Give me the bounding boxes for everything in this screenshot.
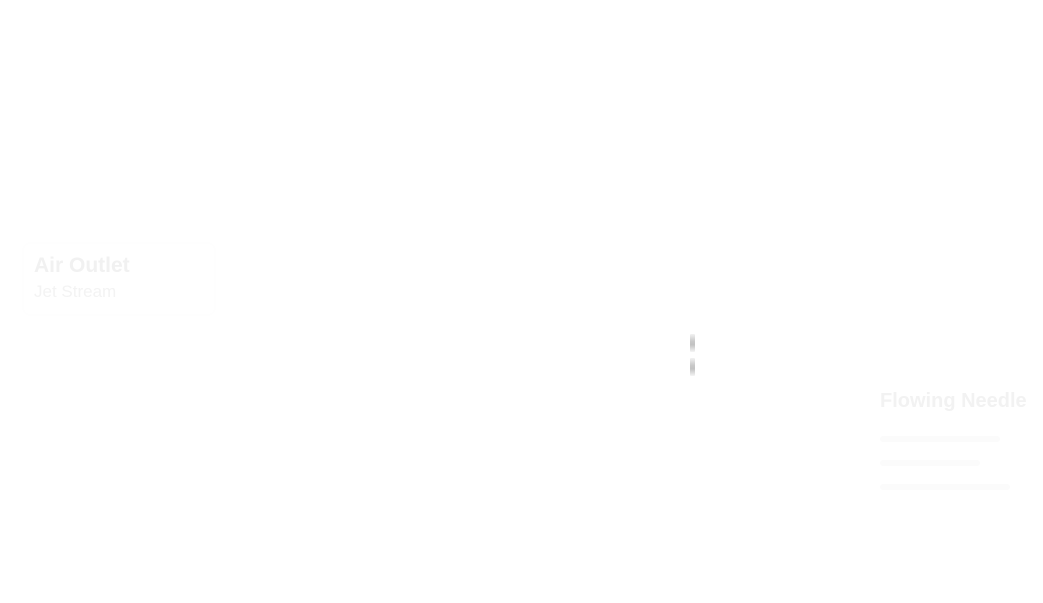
placeholder-line bbox=[880, 484, 1010, 490]
placeholder-line bbox=[880, 436, 1000, 442]
resize-handle[interactable] bbox=[688, 334, 697, 380]
card-subtitle: Jet Stream bbox=[34, 282, 117, 301]
grip-icon bbox=[690, 358, 695, 376]
grip-icon bbox=[690, 334, 695, 352]
card-title: Air Outlet bbox=[34, 254, 130, 277]
label-card[interactable]: Air Outlet Jet Stream bbox=[24, 244, 214, 314]
placeholder-line bbox=[880, 460, 980, 466]
info-panel[interactable]: Flowing Needle bbox=[868, 380, 1033, 560]
panel-title: Flowing Needle bbox=[880, 390, 1027, 412]
